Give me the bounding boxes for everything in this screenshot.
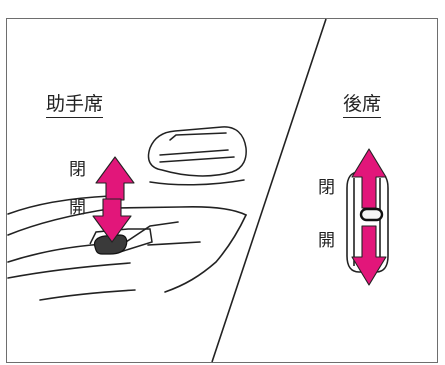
rear-switch-knob [359, 207, 384, 222]
front-arrows [92, 156, 135, 243]
rear-arrows [351, 148, 387, 286]
rear-close-arrow [351, 148, 387, 209]
front-close-label: 閉 [69, 160, 86, 180]
figure-frame [6, 18, 438, 363]
front-switch-button [93, 234, 128, 255]
rear-open-arrow [351, 225, 387, 286]
console-sketch [147, 126, 247, 186]
front-switch-housing [89, 228, 153, 253]
rear-title: 後席 [343, 95, 382, 118]
front-open-arrow [92, 198, 132, 243]
front-passenger-title: 助手席 [46, 95, 104, 118]
front-close-arrow [95, 156, 135, 201]
divider-line [211, 18, 327, 363]
rear-close-label: 閉 [318, 178, 335, 198]
front-door-trim [7, 195, 247, 301]
rear-open-label: 開 [318, 231, 335, 251]
front-open-label: 開 [69, 198, 86, 218]
